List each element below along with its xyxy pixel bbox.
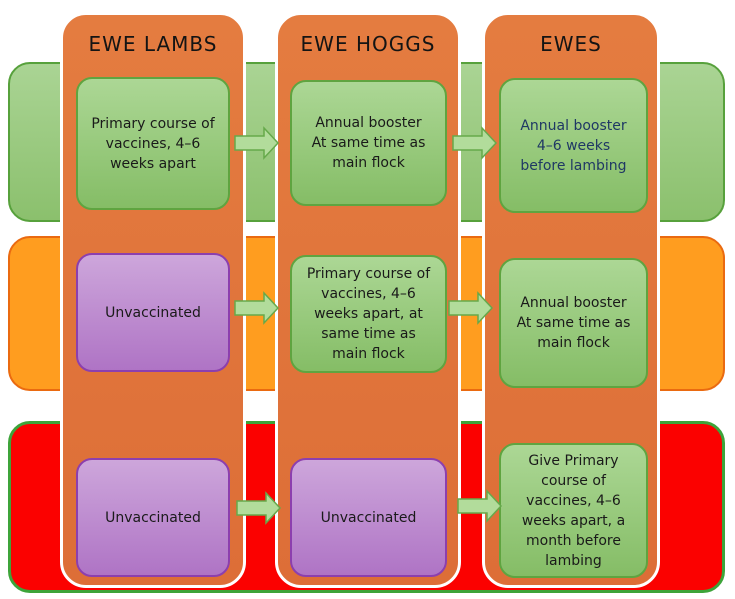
cell-ewe-lambs-unvaccinated-2: Unvaccinated: [76, 458, 230, 577]
cell-ewe-lambs-primary-course: Primary course of vaccines, 4–6 weeks ap…: [76, 77, 230, 210]
cell-ewes-annual-booster-lambing: Annual booster 4–6 weeks before lambing: [499, 78, 648, 213]
cell-ewe-hoggs-primary-course: Primary course of vaccines, 4–6 weeks ap…: [290, 255, 447, 373]
arrow-right-icon: [234, 126, 280, 160]
arrow-right-icon: [457, 489, 503, 523]
arrow-right-icon: [452, 126, 498, 160]
column-header-ewes: EWES: [540, 32, 602, 56]
arrow-right-icon: [448, 291, 494, 325]
column-header-ewe-hoggs: EWE HOGGS: [300, 32, 436, 56]
cell-ewes-give-primary-course: Give Primary course of vaccines, 4–6 wee…: [499, 443, 648, 578]
cell-ewe-hoggs-unvaccinated: Unvaccinated: [290, 458, 447, 577]
cell-ewe-lambs-unvaccinated: Unvaccinated: [76, 253, 230, 372]
cell-ewe-hoggs-annual-booster: Annual booster At same time as main floc…: [290, 80, 447, 206]
cell-ewes-annual-booster: Annual booster At same time as main floc…: [499, 258, 648, 388]
column-header-ewe-lambs: EWE LAMBS: [88, 32, 218, 56]
arrow-right-icon: [234, 291, 280, 325]
arrow-right-icon: [236, 491, 282, 525]
